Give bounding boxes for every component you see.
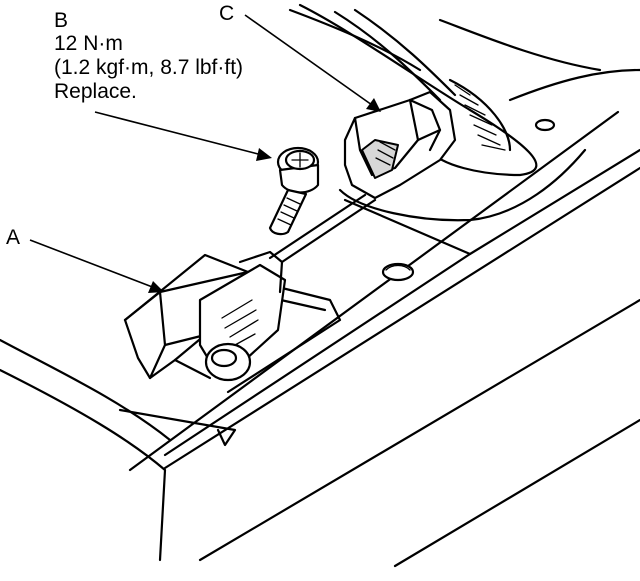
bolt-b — [268, 146, 320, 236]
callout-b-note: Replace. — [54, 80, 137, 103]
leader-a-arrowhead — [148, 281, 164, 293]
body-panel — [0, 3, 640, 568]
callout-b-torque-alt: (1.2 kgf·m, 8.7 lbf·ft) — [54, 56, 244, 79]
callout-c-letter: C — [219, 2, 235, 25]
sensor-a — [123, 250, 287, 382]
leader-c-arrowhead — [366, 98, 381, 112]
leader-lines — [29, 14, 381, 293]
leader-a — [29, 239, 156, 289]
callout-b-letter: B — [54, 9, 69, 32]
leader-b — [94, 111, 263, 156]
leader-c — [244, 14, 373, 106]
callout-b-torque: 12 N·m — [54, 32, 123, 55]
wire-harness — [268, 193, 377, 264]
callout-a-letter: A — [6, 226, 21, 249]
connector-c — [343, 90, 457, 200]
leader-b-arrowhead — [256, 148, 272, 161]
